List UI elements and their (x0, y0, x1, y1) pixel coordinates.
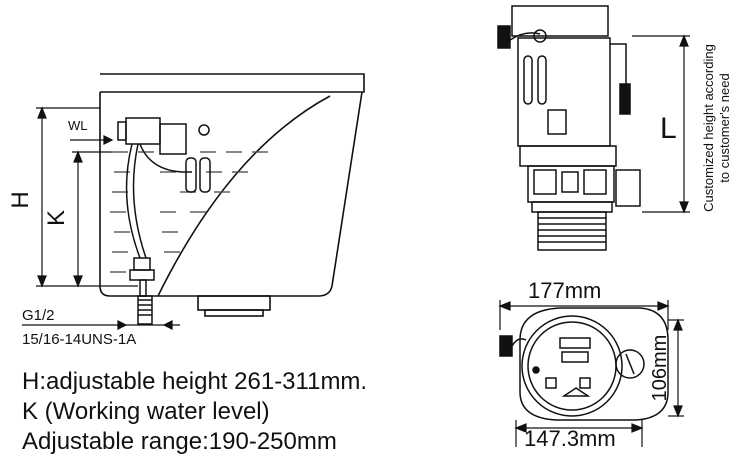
wl-marker (70, 135, 114, 145)
tank-wall (99, 91, 363, 297)
k-dimension (72, 150, 112, 288)
supply-pipe (137, 295, 153, 325)
h-label: H (7, 191, 34, 208)
tank-outlet (197, 295, 271, 311)
tank-inner-wall (157, 95, 331, 297)
wl-label: WL (68, 118, 88, 133)
custom-height-note-line2: to customer's need (717, 73, 732, 182)
thread-label-g: G1/2 (22, 307, 55, 324)
dim-106-label: 106mm (649, 335, 671, 402)
thread-label-uns: 15/16-14UNS-1A (22, 331, 136, 348)
spec-k-range: Adjustable range:190-250mm (22, 428, 337, 455)
valve-front-view (497, 5, 641, 251)
tank-lid (100, 73, 365, 93)
valve-top-view (499, 307, 669, 421)
k-label: K (43, 210, 70, 226)
l-label: L (660, 112, 677, 145)
water-surface (110, 151, 268, 273)
h-dimension (36, 106, 138, 288)
dim-147-label: 147.3mm (524, 426, 616, 447)
tank-outlet-nut (204, 309, 264, 317)
valve-assembly (117, 117, 211, 297)
dim-177-line (498, 300, 670, 330)
custom-height-note-line1: Customized height according (701, 44, 716, 212)
dim-147-line (514, 420, 644, 447)
dim-177-label: 177mm (528, 278, 601, 303)
l-dimension (632, 34, 690, 214)
tank-section (99, 73, 365, 317)
spec-k-title: K (Working water level) (22, 398, 270, 425)
spec-h-range: H:adjustable height 261-311mm. (22, 368, 368, 395)
dim-106-line (668, 318, 684, 418)
thread-leader (22, 320, 180, 330)
